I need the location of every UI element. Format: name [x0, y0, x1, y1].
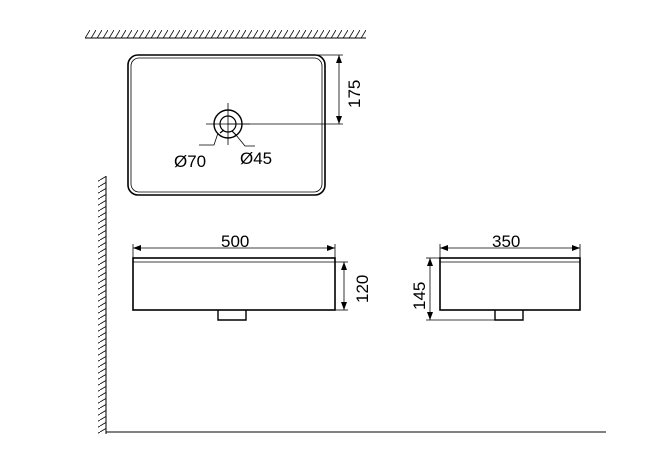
basin-top-view	[127, 54, 326, 196]
basin-side-view	[439, 257, 581, 321]
dim-line-120	[335, 261, 348, 311]
label-inner-diameter: Ø45	[240, 149, 272, 168]
dim-line-145	[426, 257, 495, 321]
left-wall-hatch	[98, 176, 107, 434]
label-top-depth: 175	[345, 80, 364, 108]
label-front-width: 500	[221, 232, 249, 251]
label-side-height: 145	[410, 282, 429, 310]
diameter-leaders	[199, 129, 255, 147]
label-outer-diameter: Ø70	[174, 152, 206, 171]
dim-line-175	[228, 54, 343, 125]
label-front-height: 120	[353, 275, 372, 303]
dim-line-500	[132, 244, 336, 258]
label-side-width: 350	[492, 232, 520, 251]
dim-line-350	[439, 244, 581, 258]
basin-front-view	[132, 257, 336, 321]
top-wall-hatch	[85, 30, 366, 39]
